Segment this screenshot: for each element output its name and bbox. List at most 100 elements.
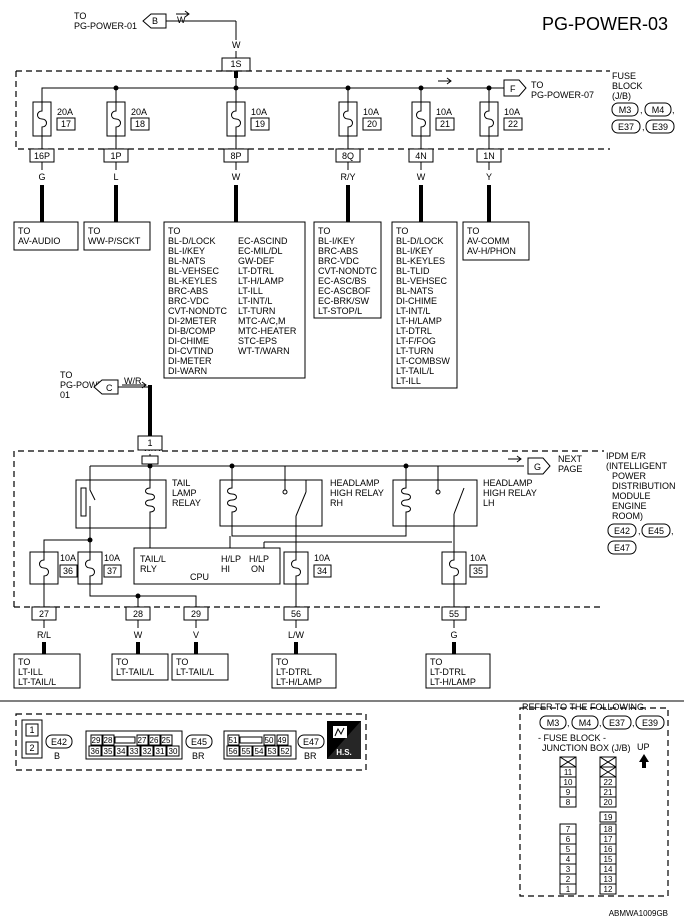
relay-label: RELAY bbox=[172, 498, 201, 508]
fuse-amp: 10A bbox=[60, 553, 76, 563]
fuse-slot: 7 bbox=[566, 825, 571, 834]
fuse-36: 10A 36 bbox=[29, 551, 78, 585]
wire-color: R/Y bbox=[340, 172, 355, 182]
relay-label: RH bbox=[330, 498, 343, 508]
fuse-34: 10A 34 bbox=[283, 551, 332, 585]
fuse-slot: 20 bbox=[604, 798, 613, 807]
connector-g-letter: G bbox=[534, 462, 541, 472]
connector-1s-label: 1S bbox=[230, 59, 241, 69]
cpu-pin-label: HI bbox=[221, 564, 230, 574]
dest-text: BL-VEHSEC bbox=[168, 266, 220, 276]
dest-text: MTC-HEATER bbox=[238, 326, 297, 336]
dest-text: LT-COMBSW bbox=[396, 356, 450, 366]
relay-label: TAIL bbox=[172, 478, 190, 488]
dest-text: LT-ILL bbox=[18, 667, 43, 677]
wire-w-vertical: W bbox=[232, 40, 241, 50]
pin-number: 34 bbox=[117, 747, 126, 756]
dest-text: DI-2METER bbox=[168, 316, 217, 326]
fuse-slot: 21 bbox=[604, 788, 613, 797]
fuse-number: 34 bbox=[317, 566, 327, 576]
fuse-18: 20A 18 1P L bbox=[103, 88, 150, 222]
dest-text: AV-H/PHON bbox=[467, 246, 516, 256]
connector-ref: E37 bbox=[618, 122, 634, 132]
ipdm-label: (INTELLIGENT bbox=[606, 461, 668, 471]
dest-text: TO bbox=[467, 226, 479, 236]
dest-text: WT-T/WARN bbox=[238, 346, 290, 356]
fuse-amp: 20A bbox=[57, 107, 73, 117]
cpu-module: TAIL/L RLY H/LP HI H/LP ON CPU bbox=[133, 547, 281, 585]
fuse-slot: 8 bbox=[566, 798, 571, 807]
to-label: TO bbox=[60, 370, 72, 380]
to-label: TO bbox=[531, 80, 543, 90]
jb-fuse-slots-right-top: 22 21 20 19 bbox=[599, 756, 617, 823]
dest-text: BL-NATS bbox=[396, 286, 433, 296]
wire-color: W bbox=[417, 172, 426, 182]
wire-w-label: W bbox=[177, 15, 186, 25]
wire-color: W bbox=[232, 172, 241, 182]
cpu-pin-label: H/LP bbox=[221, 554, 241, 564]
connector-ref: E42 bbox=[51, 737, 67, 747]
headlamp-high-relay-rh: HEADLAMP HIGH RELAY RH bbox=[219, 466, 384, 527]
dest-text: TO bbox=[396, 226, 408, 236]
connector-ref: E45 bbox=[648, 526, 664, 536]
fuse-slot: 18 bbox=[604, 825, 613, 834]
fuse-slot: 2 bbox=[566, 875, 571, 884]
dest-text: LT-H/LAMP bbox=[238, 276, 284, 286]
fuse-number: 18 bbox=[135, 119, 145, 129]
jb-fuse-slots-left-top: 11 10 9 8 bbox=[559, 756, 577, 808]
dest-text: TO bbox=[168, 226, 180, 236]
pin-number: 2 bbox=[29, 743, 34, 753]
top-connector-b: TO PG-POWER-01 B W W 1S bbox=[74, 10, 251, 72]
pin-number: 25 bbox=[162, 736, 171, 745]
cpu-pin-label: RLY bbox=[140, 564, 157, 574]
connector-ref: E47 bbox=[303, 737, 319, 747]
relay-label: HIGH RELAY bbox=[483, 488, 537, 498]
wire-color: Y bbox=[486, 172, 492, 182]
fuse-amp: 10A bbox=[470, 553, 486, 563]
dest-text: WW-P/SCKT bbox=[88, 236, 141, 246]
dest-text: BL-KEYLES bbox=[396, 256, 445, 266]
pin-number: 1 bbox=[29, 725, 34, 735]
dest-fuse21-systems: TO BL-D/LOCK BL-I/KEY BL-KEYLES BL-TLID … bbox=[391, 221, 458, 389]
connector-pin: 8Q bbox=[342, 151, 354, 161]
relay-label: LAMP bbox=[172, 488, 197, 498]
dest-text: DI-WARN bbox=[168, 366, 207, 376]
fuse-amp: 10A bbox=[504, 107, 520, 117]
fuse-slot: 1 bbox=[566, 885, 571, 894]
relay-label: HIGH RELAY bbox=[330, 488, 384, 498]
output-27: 27 R/L TO LT-ILL LT-TAIL/L bbox=[13, 606, 81, 689]
refer-panel: REFER TO THE FOLLOWING. M3 , M4 , E37 , … bbox=[519, 702, 669, 897]
connector-ref: E45 bbox=[191, 737, 207, 747]
next-page-label: NEXT bbox=[558, 454, 583, 464]
dest-text: BL-I/KEY bbox=[168, 246, 205, 256]
dest-text: TO bbox=[18, 226, 30, 236]
fuse-block-label: BLOCK bbox=[612, 81, 643, 91]
connector-g-symbol bbox=[527, 457, 551, 475]
connector-pin: 1P bbox=[110, 151, 121, 161]
fuse-slot: 16 bbox=[604, 845, 613, 854]
dest-text: EC-BRK/SW bbox=[318, 296, 370, 306]
fuse-slot: 9 bbox=[566, 788, 571, 797]
cpu-label: CPU bbox=[190, 572, 209, 582]
comma: , bbox=[642, 122, 645, 132]
fuse-slot: 15 bbox=[604, 855, 613, 864]
dest-text: LT-TAIL/L bbox=[176, 667, 214, 677]
fuse-slot: 5 bbox=[566, 845, 571, 854]
dest-text: BL-NATS bbox=[168, 256, 205, 266]
dest-text: TO bbox=[430, 657, 442, 667]
dest-text: LT-ILL bbox=[238, 286, 263, 296]
pin-number: 32 bbox=[143, 747, 152, 756]
dest-text: LT-TAIL/L bbox=[116, 667, 154, 677]
dest-text: BL-TLID bbox=[396, 266, 430, 276]
fuse-17: 20A 17 16P G bbox=[29, 87, 116, 222]
dest-text: BRC-VDC bbox=[318, 256, 360, 266]
fuse-amp: 10A bbox=[436, 107, 452, 117]
dest-ww-psckt: TO WW-P/SCKT bbox=[83, 221, 151, 251]
fuse-slot: 13 bbox=[604, 875, 613, 884]
output-55: 55 G TO LT-DTRL LT-H/LAMP bbox=[425, 606, 491, 689]
connector-pin: 1N bbox=[483, 151, 495, 161]
pin-number: 29 bbox=[92, 736, 101, 745]
pin-number: 31 bbox=[156, 747, 165, 756]
dest-text: TO bbox=[318, 226, 330, 236]
output-29: 29 V TO LT-TAIL/L bbox=[171, 606, 229, 681]
